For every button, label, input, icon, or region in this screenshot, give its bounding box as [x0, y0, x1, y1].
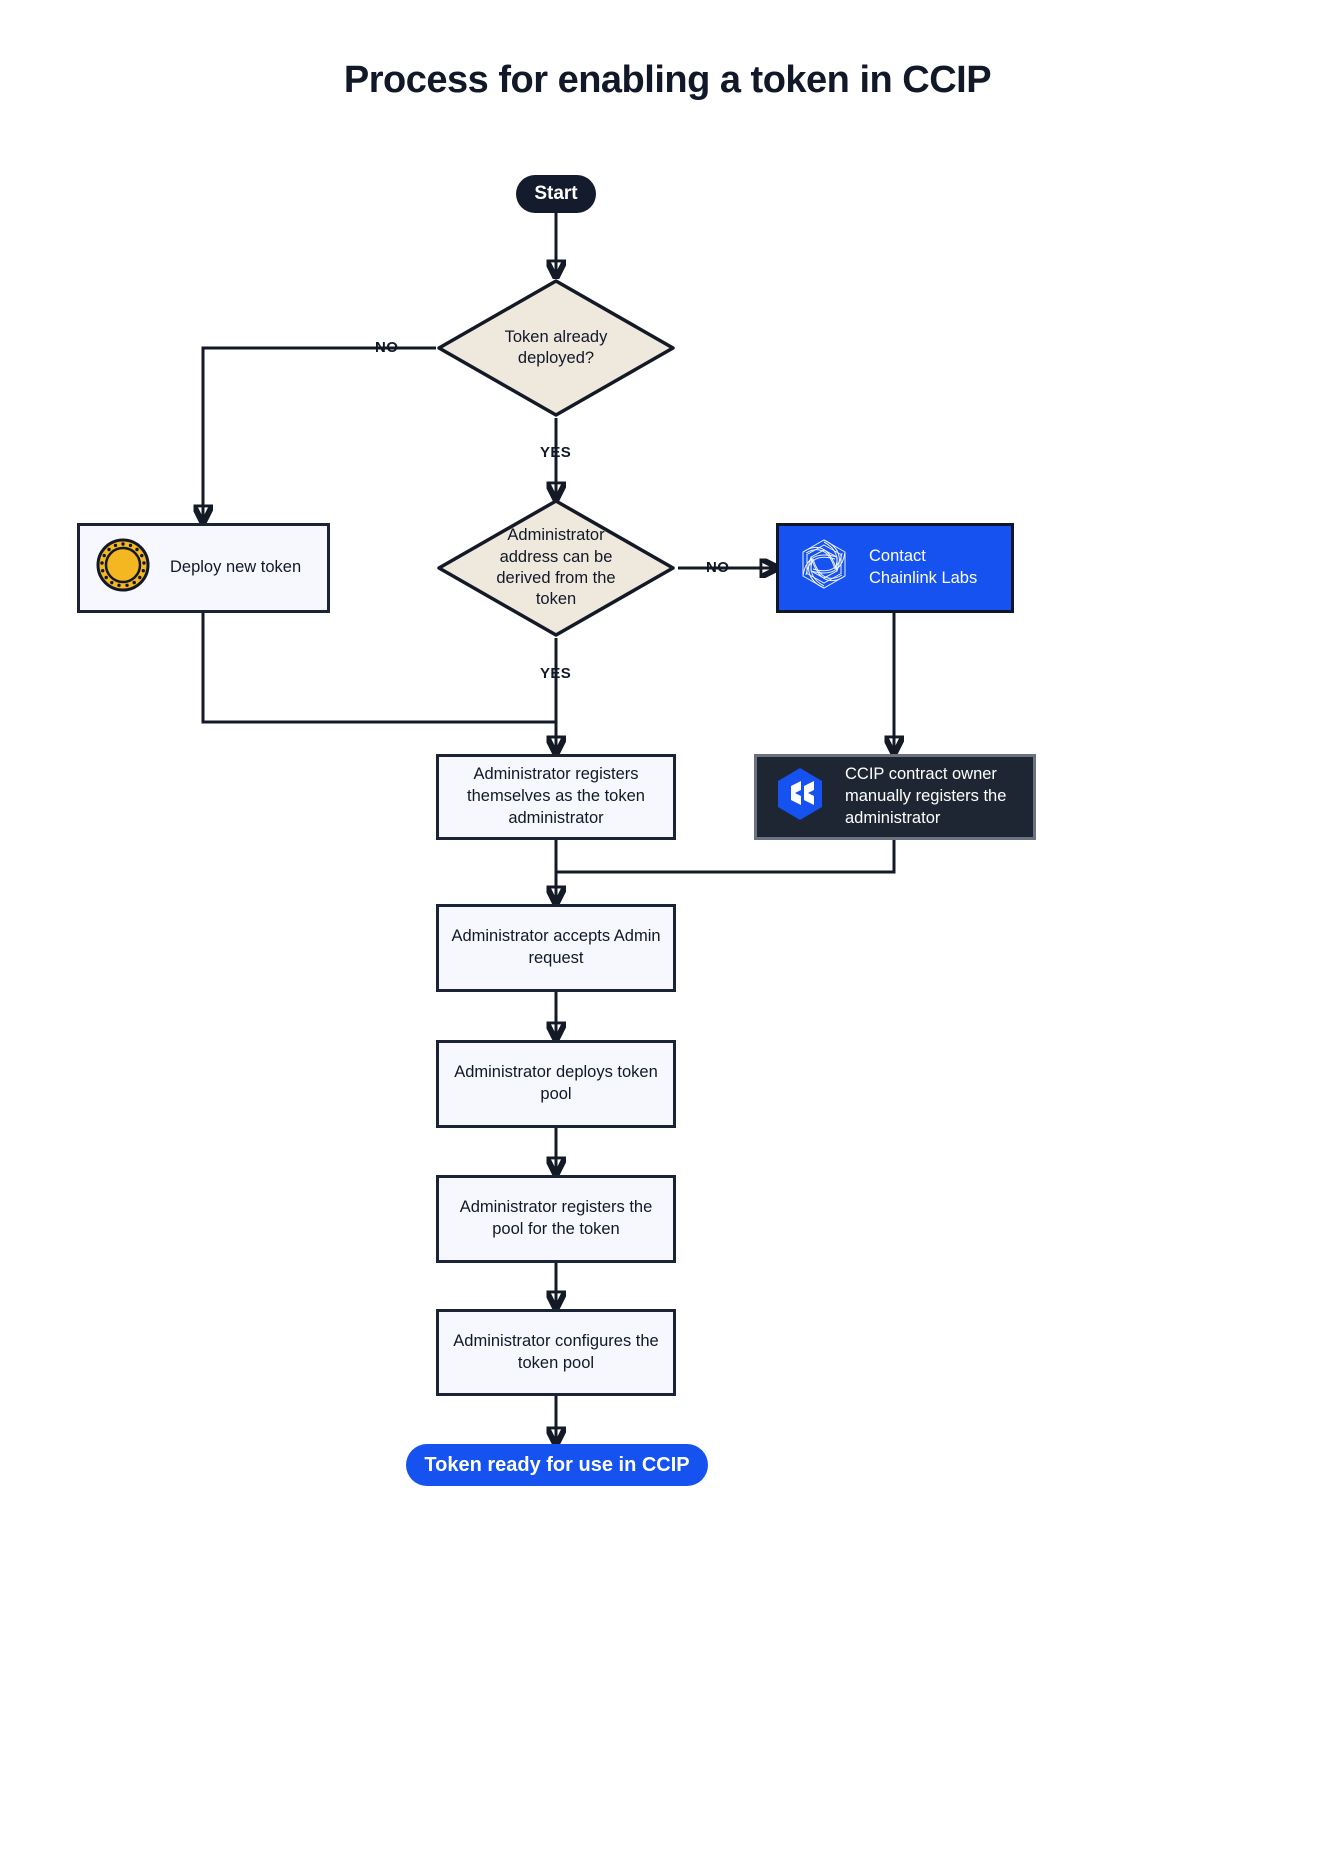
node-decision-admin-derivable[interactable]: Administrator address can be derived fro… — [436, 498, 676, 638]
edge-label-admin-yes: YES — [540, 665, 572, 682]
node-deploy-new-token-label: Deploy new token — [170, 558, 302, 577]
node-admin-registers-self-label: Administrator registers themselves as th… — [467, 765, 645, 827]
node-deploy-new-token[interactable]: Deploy new token — [77, 523, 330, 613]
node-admin-registers-self[interactable]: Administrator registers themselves as th… — [436, 754, 676, 840]
node-contact-chainlink-labs-label: Contact Chainlink Labs — [869, 547, 978, 587]
node-admin-registers-pool[interactable]: Administrator registers the pool for the… — [436, 1175, 676, 1263]
node-admin-accepts-request-label: Administrator accepts Admin request — [451, 927, 661, 967]
node-admin-configures-pool[interactable]: Administrator configures the token pool — [436, 1309, 676, 1396]
node-admin-accepts-request[interactable]: Administrator accepts Admin request — [436, 904, 676, 992]
node-admin-registers-pool-label: Administrator registers the pool for the… — [459, 1198, 653, 1238]
ccip-hexagon-icon — [771, 765, 829, 830]
node-ccip-owner-registers-label: CCIP contract owner manually registers t… — [845, 765, 1007, 827]
node-end-token-ready-label: Token ready for use in CCIP — [424, 1453, 690, 1476]
node-start-label: Start — [534, 183, 578, 205]
node-ccip-owner-registers[interactable]: CCIP contract owner manually registers t… — [754, 754, 1036, 840]
node-decision-token-deployed[interactable]: Token already deployed? — [436, 278, 676, 418]
edge-label-deployed-yes: YES — [540, 444, 572, 461]
node-admin-deploys-pool-label: Administrator deploys token pool — [454, 1063, 658, 1103]
diamond-shape-token-deployed — [437, 279, 675, 417]
page-title: Process for enabling a token in CCIP — [343, 59, 992, 101]
edge-label-deployed-no: NO — [375, 339, 399, 356]
node-decision-admin-derivable-label: Administrator address can be derived fro… — [496, 526, 616, 609]
edge-label-admin-no: NO — [706, 559, 730, 576]
diamond-shape-admin-derivable — [437, 499, 675, 637]
chainlink-logo-icon — [793, 534, 855, 603]
node-start[interactable]: Start — [516, 175, 596, 213]
node-end-token-ready[interactable]: Token ready for use in CCIP — [406, 1444, 708, 1486]
node-admin-deploys-pool[interactable]: Administrator deploys token pool — [436, 1040, 676, 1128]
node-admin-configures-pool-label: Administrator configures the token pool — [453, 1331, 659, 1372]
node-decision-token-deployed-label: Token already deployed? — [504, 327, 608, 367]
gold-coin-icon — [94, 536, 152, 601]
node-contact-chainlink-labs[interactable]: Contact Chainlink Labs — [776, 523, 1014, 613]
